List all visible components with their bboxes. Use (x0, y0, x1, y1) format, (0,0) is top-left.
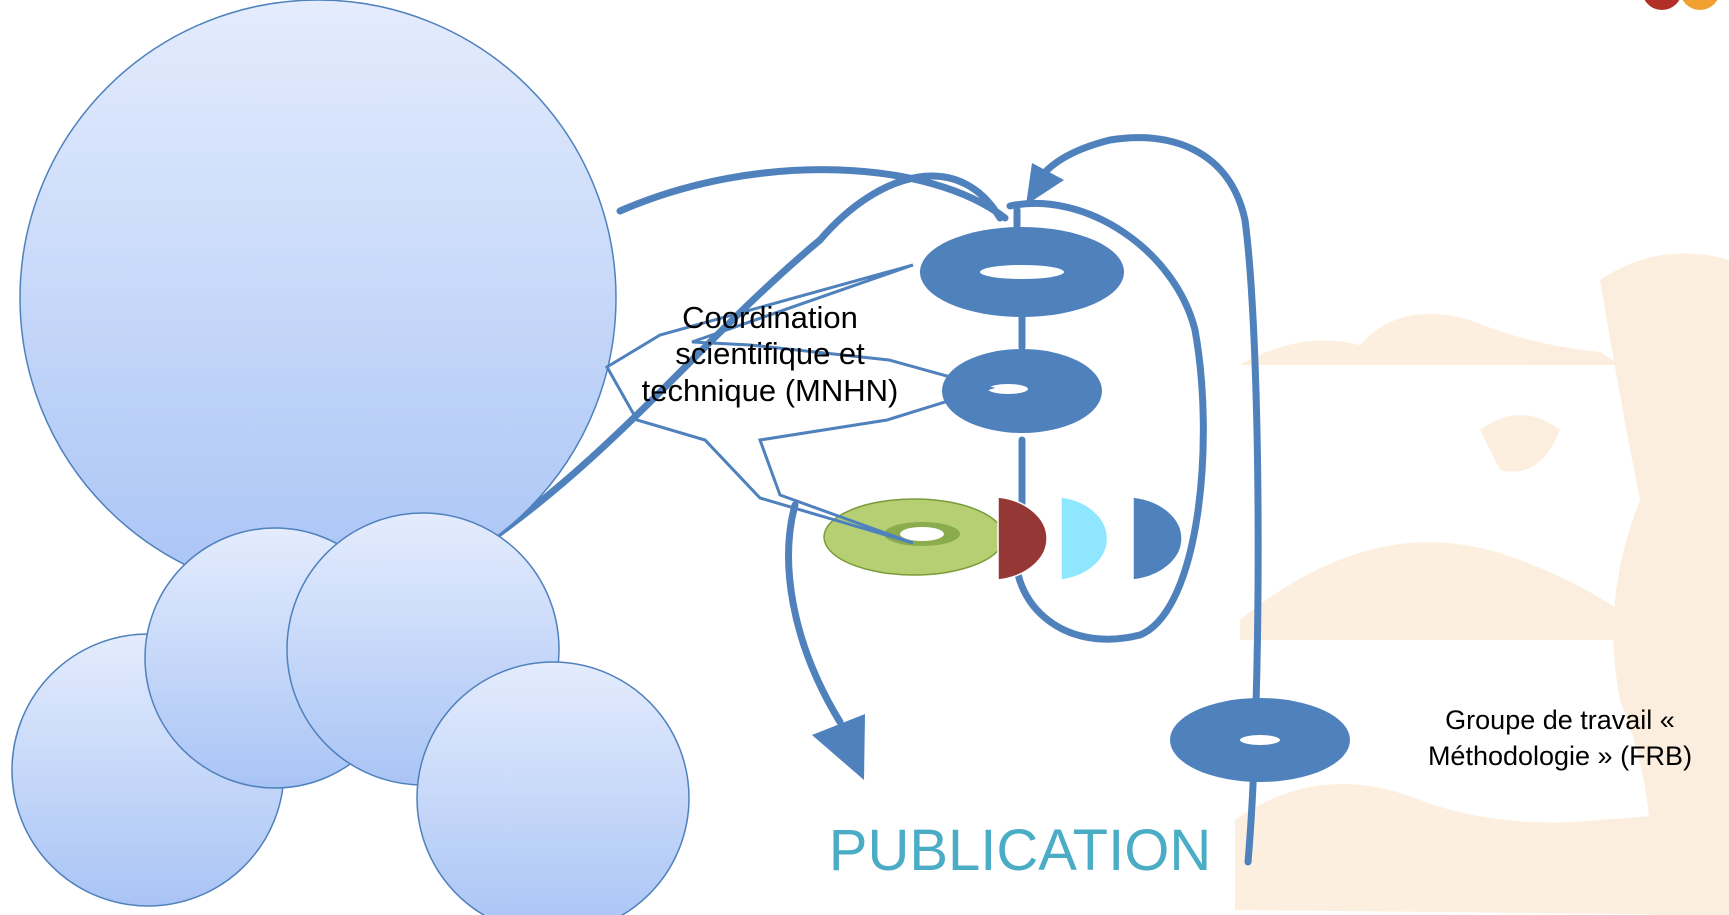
arrow-to-publication (785, 501, 844, 726)
pie-segments (997, 496, 1183, 581)
coordination-callout (604, 263, 996, 545)
pie-cyan (1060, 496, 1109, 581)
arrow-inner-loop (1006, 199, 1207, 643)
arrow-top-left-loop (476, 172, 1004, 551)
bubble-small-4 (416, 661, 690, 915)
bubble-group (11, 0, 690, 915)
arrow-right-loop (1036, 134, 1262, 866)
publication-label: PUBLICATION (828, 818, 1212, 883)
groupe-label: Groupe de travail « Méthodologie » (FRB) (1427, 705, 1693, 771)
arrow-heads (812, 163, 1064, 780)
donut-middle (942, 349, 1102, 433)
donut-green (823, 498, 1005, 576)
logo-fragment (1644, 0, 1718, 10)
donut-groupe (1170, 698, 1350, 782)
background-landscape (1235, 253, 1729, 915)
arrowhead-publication (812, 714, 865, 780)
arrow-big-bubble-to-top (616, 166, 1009, 222)
coordination-label: Coordination scientifique et technique (… (641, 300, 899, 408)
pie-blue (1132, 496, 1183, 581)
flow-arrows (476, 134, 1262, 866)
donut-top (920, 227, 1124, 317)
bubble-large (19, 0, 617, 597)
arrowhead-top (1026, 163, 1064, 205)
pie-red (997, 496, 1048, 581)
